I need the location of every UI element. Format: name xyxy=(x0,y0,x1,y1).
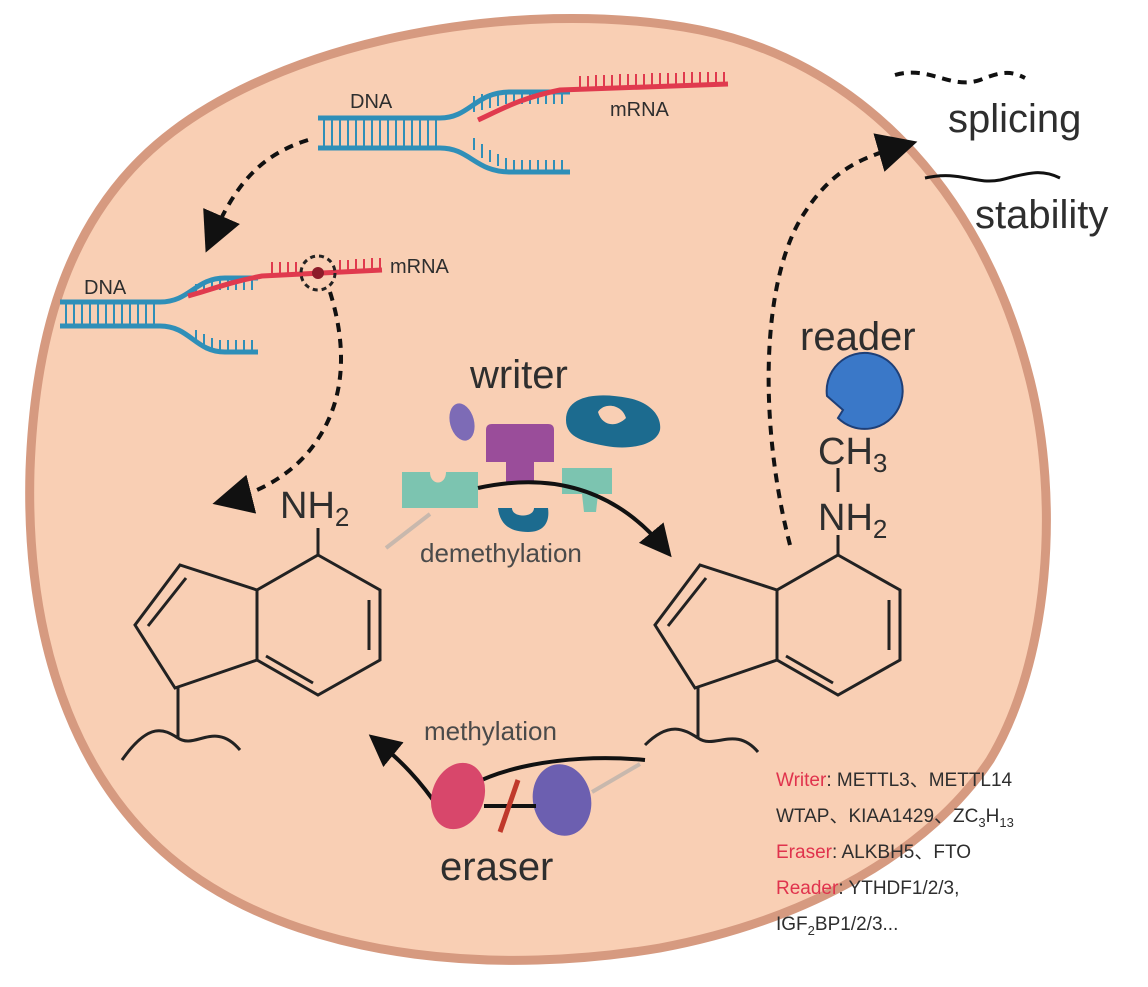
reader-label: reader xyxy=(800,315,916,359)
nh2-label-left: NH2 xyxy=(280,485,349,532)
dashed-arrow-transcription xyxy=(203,138,309,253)
legend-reader-line2: IGF2BP1/2/3... xyxy=(776,914,898,938)
cell-membrane xyxy=(25,14,1051,965)
legend-reader-line: Reader: YTHDF1/2/3, xyxy=(776,878,959,899)
m6a-structure-right xyxy=(643,468,902,753)
eraser-label: eraser xyxy=(440,845,553,889)
enzyme-legend: Writer: METTL3、METTL14 WTAP、KIAA1429、ZC3… xyxy=(776,770,1014,938)
methyl-site-highlight xyxy=(299,254,337,292)
legend-writer-line2: WTAP、KIAA1429、ZC3H13 xyxy=(776,806,1014,830)
writer-bottom-blue-subunit xyxy=(498,508,549,532)
dna-label-top: DNA xyxy=(350,91,393,113)
splicing-rna-squiggle xyxy=(894,70,1026,85)
adenosine-structure-left xyxy=(120,528,382,761)
writer-small-purple-subunit xyxy=(449,403,475,441)
dna-strand-top xyxy=(318,72,729,175)
writer-blue-subunit xyxy=(566,395,661,448)
legend-writer-line: Writer: METTL3、METTL14 xyxy=(776,770,1013,791)
eraser-violet-subunit xyxy=(532,764,592,836)
dna-strand-middle xyxy=(60,254,383,355)
stability-rna-squiggle xyxy=(924,171,1061,183)
splicing-label: splicing xyxy=(948,97,1081,141)
nh2-label-right: NH2 xyxy=(818,497,887,544)
methyl-site-dot xyxy=(312,267,324,279)
writer-label: writer xyxy=(469,353,568,397)
dashed-arrow-to-adenosine xyxy=(212,291,344,514)
legend-eraser-line: Eraser: ALKBH5、FTO xyxy=(776,842,971,863)
eraser-divider-slash xyxy=(497,779,521,833)
eraser-pink-subunit xyxy=(430,762,486,830)
writer-purple-subunit xyxy=(486,424,554,482)
eraser-fade-line xyxy=(590,762,642,794)
solid-arrow-demethylation xyxy=(477,480,672,558)
demethylation-label: demethylation xyxy=(420,538,582,568)
mrna-label-top: mRNA xyxy=(610,99,670,121)
methylation-label: methylation xyxy=(424,716,557,746)
stability-label: stability xyxy=(975,193,1108,237)
writer-fade-line xyxy=(384,512,432,550)
mrna-label-middle: mRNA xyxy=(390,256,450,278)
reader-protein-icon xyxy=(825,351,904,430)
writer-teal-left-subunit xyxy=(402,472,478,508)
ch3-label-right: CH3 xyxy=(818,431,887,478)
dna-label-middle: DNA xyxy=(84,277,127,299)
